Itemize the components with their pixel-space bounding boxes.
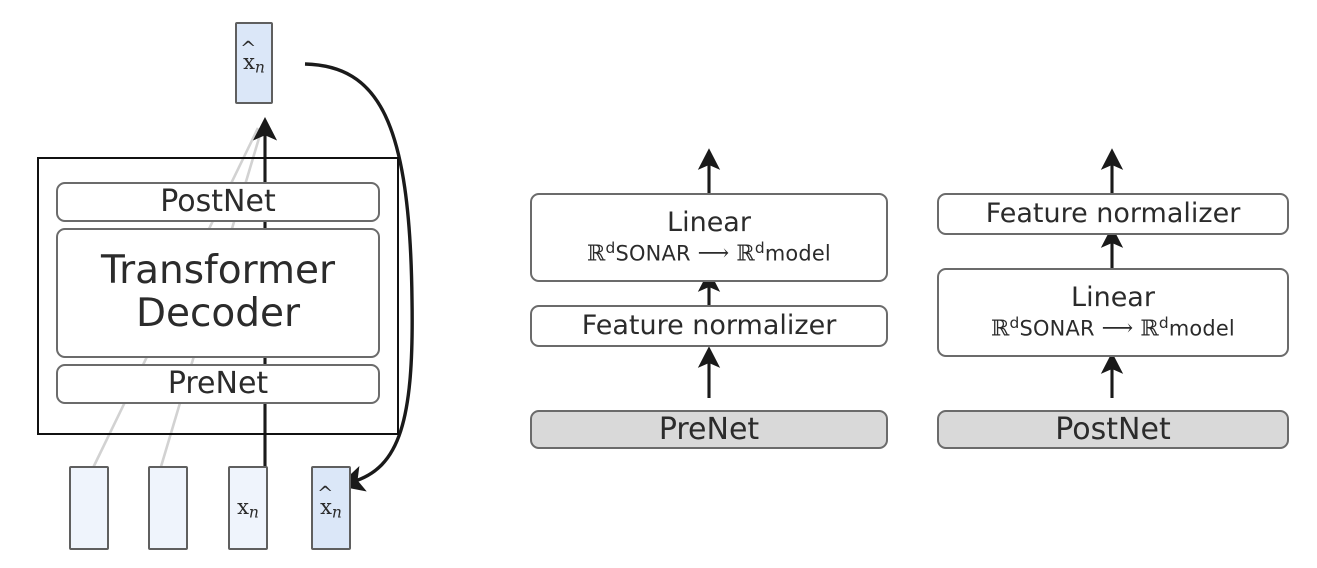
output-token-label: ^xn bbox=[240, 36, 265, 77]
postnet-linear-title: Linear bbox=[1071, 282, 1155, 314]
input-token-3-label: xn bbox=[237, 494, 259, 522]
postnet-group-label-box: PostNet bbox=[937, 410, 1289, 449]
decoder-block-transformer-label-line2: Decoder bbox=[135, 291, 301, 336]
input-token-3-x: xn bbox=[228, 466, 268, 550]
input-token-4-label: ^xn bbox=[317, 481, 342, 522]
prenet-group-label-box: PreNet bbox=[530, 410, 888, 449]
decoder-block-postnet-label: PostNet bbox=[160, 184, 276, 220]
postnet-group-label: PostNet bbox=[1055, 411, 1171, 447]
decoder-block-transformer[interactable]: Transformer Decoder bbox=[56, 228, 380, 358]
input-token-4-xhat: ^xn bbox=[311, 466, 351, 550]
decoder-block-prenet-label: PreNet bbox=[167, 366, 269, 402]
prenet-group-label: PreNet bbox=[658, 411, 760, 447]
prenet-linear-math: ℝdSONAR⟶ℝdmodel bbox=[587, 238, 831, 267]
postnet-linear-math: ℝdSONAR⟶ℝdmodel bbox=[991, 313, 1235, 342]
postnet-feature-normalizer-title: Feature normalizer bbox=[985, 197, 1241, 229]
decoder-block-postnet[interactable]: PostNet bbox=[56, 182, 380, 222]
postnet-feature-normalizer-block[interactable]: Feature normalizer bbox=[937, 193, 1289, 235]
decoder-frame bbox=[37, 157, 399, 435]
prenet-linear-title: Linear bbox=[667, 207, 751, 239]
prenet-linear-block[interactable]: Linear ℝdSONAR⟶ℝdmodel bbox=[530, 193, 888, 282]
decoder-block-transformer-label-line1: Transformer bbox=[100, 248, 336, 294]
decoder-block-prenet[interactable]: PreNet bbox=[56, 364, 380, 404]
prenet-feature-normalizer-title: Feature normalizer bbox=[581, 309, 837, 341]
prenet-feature-normalizer-block[interactable]: Feature normalizer bbox=[530, 305, 888, 347]
input-token-1 bbox=[69, 466, 109, 550]
postnet-linear-block[interactable]: Linear ℝdSONAR⟶ℝdmodel bbox=[937, 268, 1289, 357]
input-token-2 bbox=[148, 466, 188, 550]
output-token-xhat: ^xn bbox=[235, 22, 273, 104]
